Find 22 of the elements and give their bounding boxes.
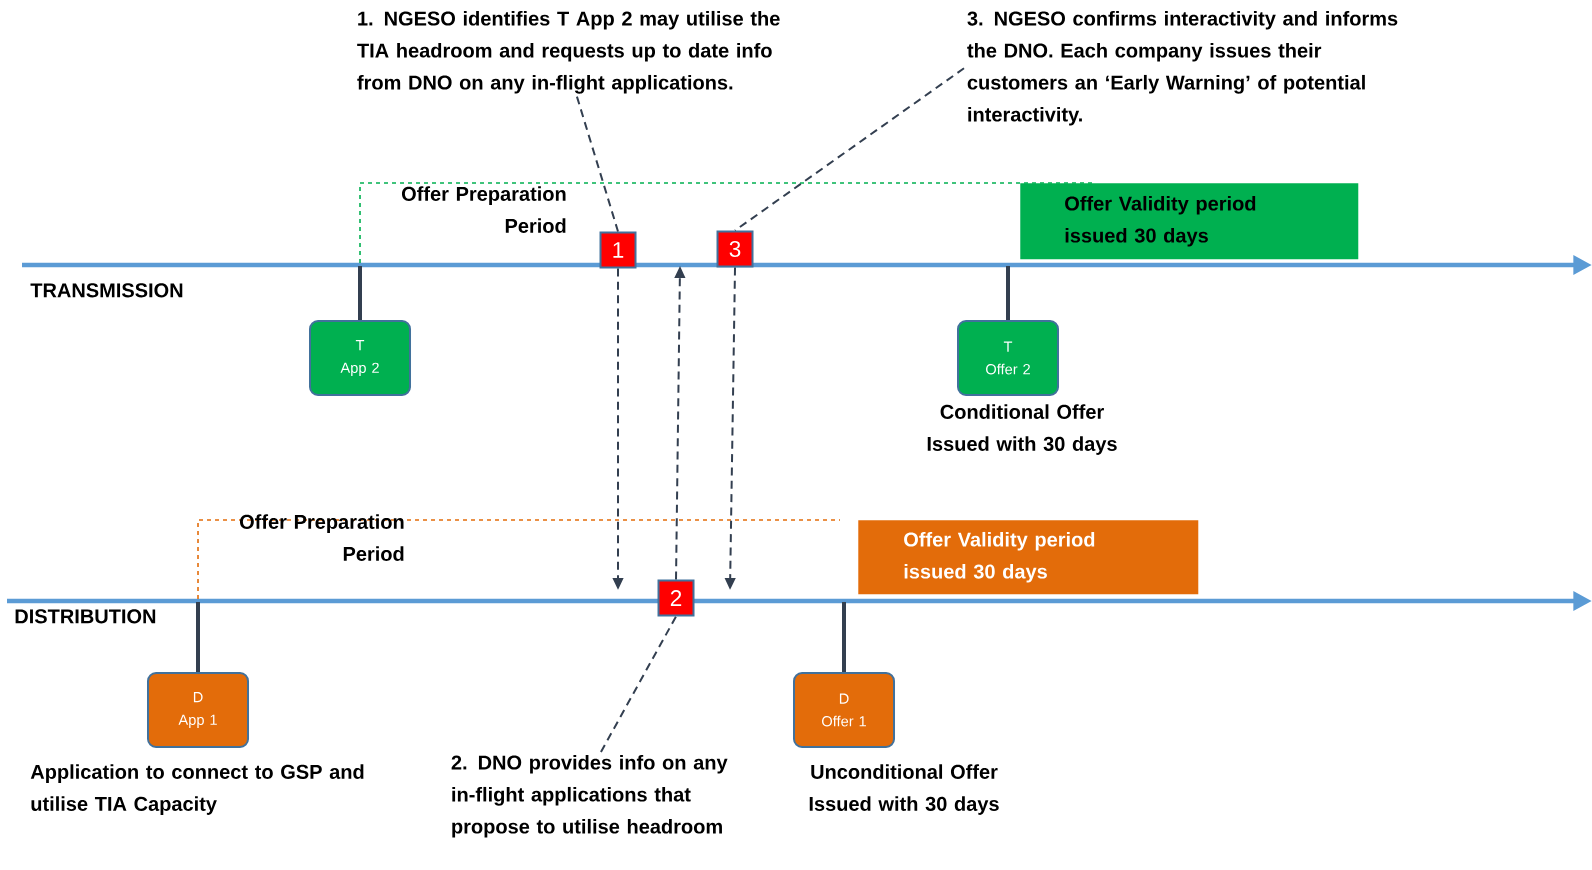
- application-box: T Offer 2: [957, 320, 1059, 396]
- application-box: T App 2: [309, 320, 411, 396]
- leader-line: [599, 615, 677, 753]
- note-text: 1. NGESO identifies T App 2 may utilise the TIA headroom and requests up to date info from DNO on any in-flight applications.: [357, 10, 780, 94]
- caption-text: Conditional Offer Issued with 30 days: [927, 404, 1117, 455]
- period-label: Offer Preparation Period: [239, 514, 404, 561]
- caption-text: Unconditional Offer Issued with 30 days: [809, 764, 999, 815]
- step-number: 2: [657, 579, 695, 617]
- timeline-label: TRANSMISSION: [30, 283, 183, 298]
- period-label: Offer Preparation Period: [401, 186, 566, 233]
- step-number: 3: [716, 230, 754, 268]
- note-text: 2. DNO provides info on any in-flight applications that propose to utilise headroom: [451, 754, 728, 838]
- note-text: 3. NGESO confirms interactivity and informs the DNO. Each company issues their customers an ‘Early Warning’ of potential interactivity.: [967, 10, 1398, 126]
- leader-line: [734, 67, 965, 232]
- step-number: 1: [599, 231, 637, 269]
- application-box: D App 1: [147, 672, 249, 748]
- validity-box: Offer Validity period issued 30 days: [1020, 183, 1359, 260]
- timeline-label: DISTRIBUTION: [15, 609, 156, 624]
- leader-line: [575, 95, 619, 233]
- application-box: D Offer 1: [793, 672, 895, 748]
- caption-text: Application to connect to GSP and utilise TIA Capacity: [30, 764, 364, 815]
- validity-box: Offer Validity period issued 30 days: [858, 520, 1199, 595]
